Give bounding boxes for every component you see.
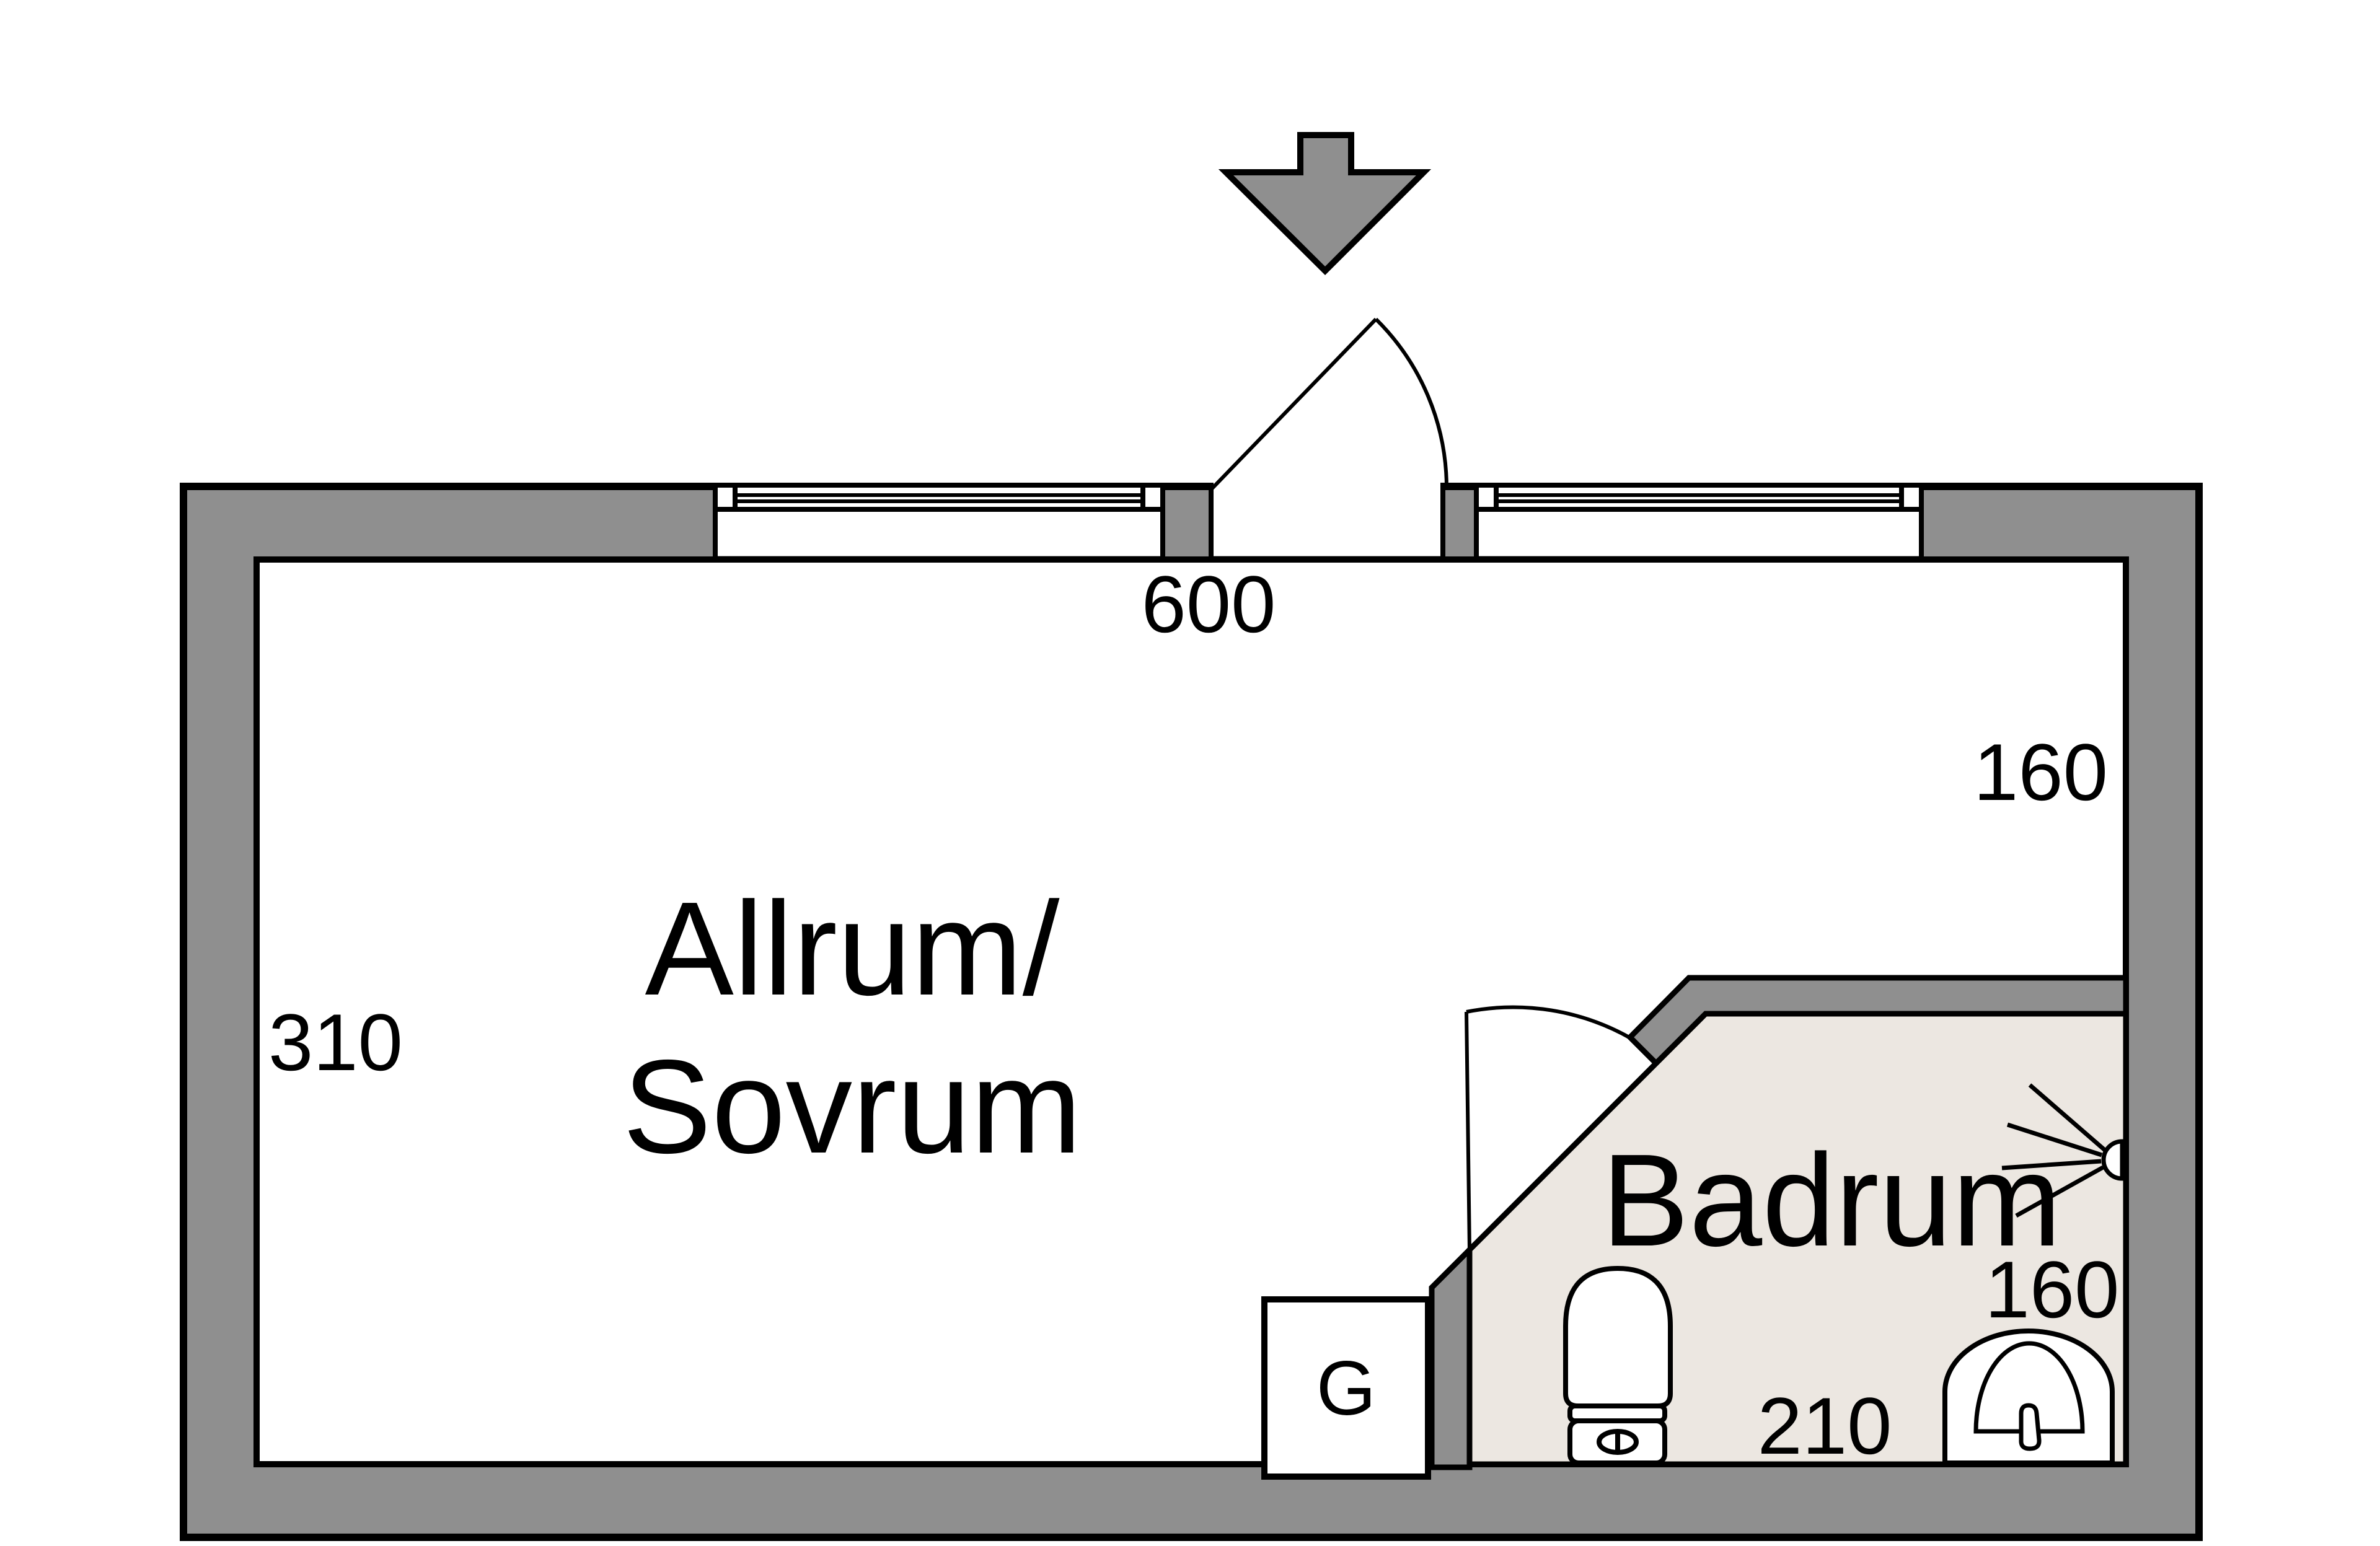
entrance-door-icon <box>1209 317 1449 556</box>
wardrobe-box <box>1261 1296 1431 1480</box>
dim-entrance-600: 600 <box>1142 559 1276 649</box>
dim-bathroom-160: 160 <box>1985 1244 2120 1335</box>
bathroom-wall-west <box>1429 1243 1473 1470</box>
entrance-opening <box>1209 481 1445 556</box>
dim-main-310: 310 <box>268 997 403 1087</box>
room-label-main-line1: Allrum/ <box>645 874 1060 1023</box>
window-left-icon <box>713 483 1165 556</box>
wardrobe-label: G <box>1316 1346 1376 1431</box>
window-left-opening <box>713 481 1165 556</box>
window-right-icon <box>1474 483 1924 556</box>
shower-icon <box>2001 1083 2125 1218</box>
toilet-icon <box>1563 1265 1673 1465</box>
dim-right-160: 160 <box>1973 727 2108 817</box>
room-label-main-line2: Sovrum <box>623 1032 1082 1181</box>
room-label-bathroom: Badrum <box>1602 1127 2061 1273</box>
window-right-opening <box>1474 481 1924 556</box>
dim-bathroom-210: 210 <box>1758 1381 1892 1471</box>
bathroom-door-icon <box>1465 1005 1633 1250</box>
entrance-arrow-icon <box>1218 132 1432 276</box>
bathroom-door-leaf <box>1465 1011 1471 1250</box>
sink-icon <box>1942 1329 2115 1465</box>
entrance-door-swing-arc <box>1374 317 1449 489</box>
entrance-door-leaf <box>1209 317 1378 491</box>
bathroom-door-swing-arc <box>1466 1005 1633 1040</box>
top-wall-openings <box>713 481 1924 556</box>
